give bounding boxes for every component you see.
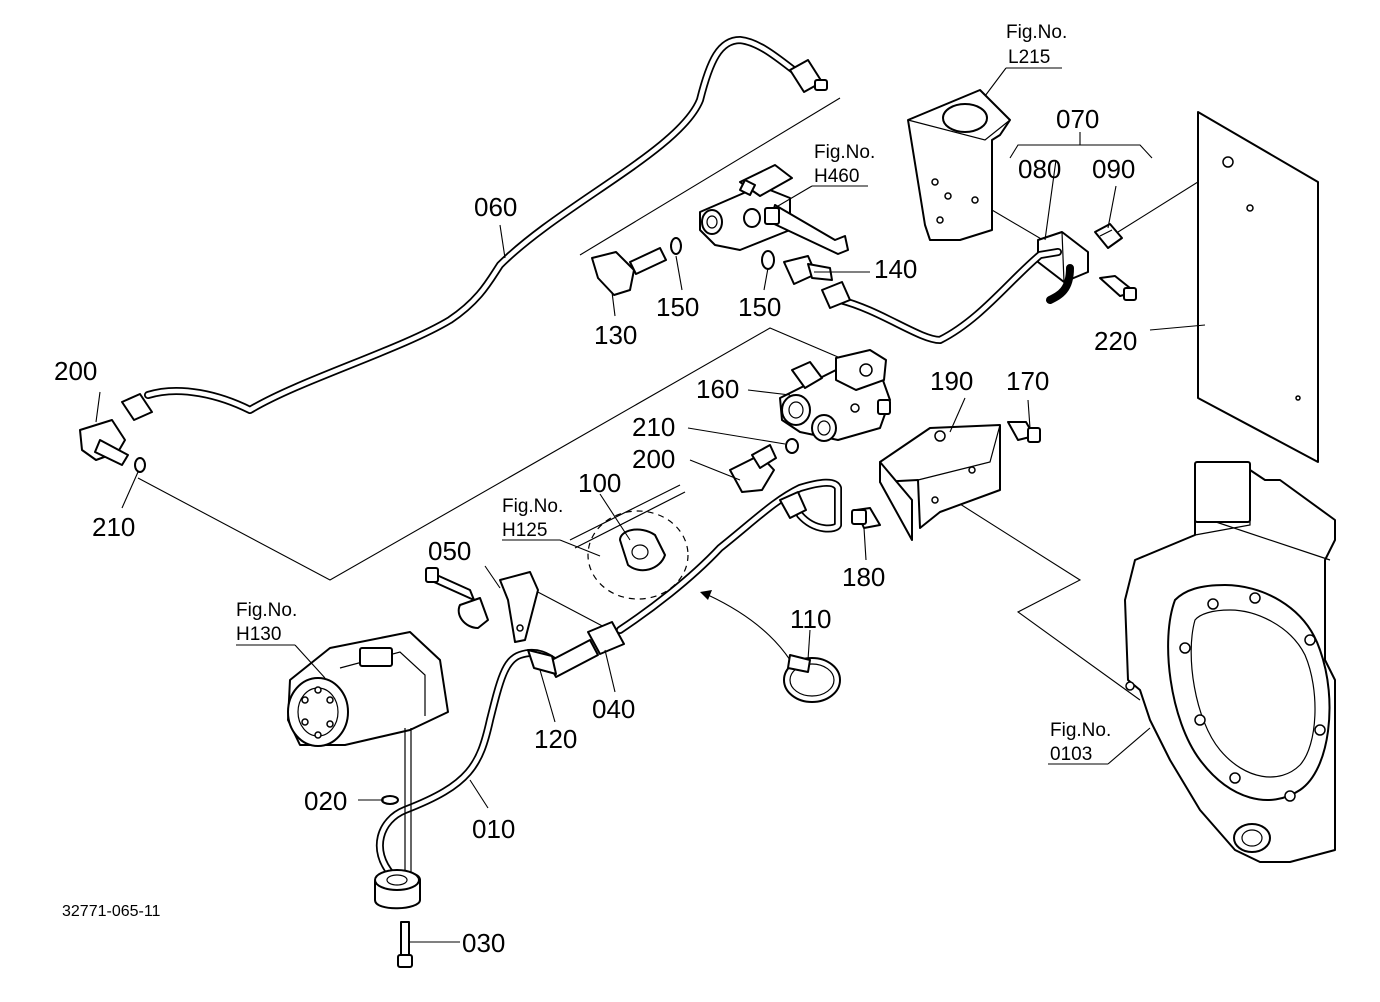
label-070: 070 — [1056, 104, 1099, 134]
valve-assembly-160 — [779, 349, 891, 442]
label-150-right: 150 — [738, 292, 781, 322]
label-040: 040 — [592, 694, 635, 724]
elbow-fitting-middle — [729, 438, 799, 493]
label-180: 180 — [842, 562, 885, 592]
label-150-left: 150 — [656, 292, 699, 322]
transmission-housing — [1124, 461, 1336, 863]
label-140: 140 — [874, 254, 917, 284]
elbow-fitting-130 — [591, 237, 833, 296]
fig-ref-l215-title: Fig.No. — [1006, 22, 1067, 43]
label-210-middle: 210 — [632, 412, 675, 442]
label-210-left: 210 — [92, 512, 135, 542]
hose-040 — [527, 621, 625, 678]
reference-lines — [137, 97, 1226, 701]
label-100: 100 — [578, 468, 621, 498]
pressure-pipe-loop — [616, 478, 842, 634]
label-120: 120 — [534, 724, 577, 754]
long-pipe-060 — [121, 36, 828, 421]
label-130: 130 — [594, 320, 637, 350]
label-160: 160 — [696, 374, 739, 404]
fig-ref-l215-code: L215 — [1008, 47, 1050, 68]
gear-pump — [287, 631, 449, 747]
fig-ref-0103-code: 0103 — [1050, 744, 1092, 765]
mounting-bracket — [907, 89, 1011, 241]
part-labels: 060 200 210 130 150 150 140 220 160 210 … — [54, 104, 1137, 958]
label-190: 190 — [930, 366, 973, 396]
clamp-050 — [425, 567, 539, 643]
label-030: 030 — [462, 928, 505, 958]
fig-ref-h125-code: H125 — [502, 520, 547, 541]
label-220: 220 — [1094, 326, 1137, 356]
clamp-detail-h125 — [569, 484, 791, 661]
bracket-190 — [879, 424, 1001, 541]
fig-ref-h130-title: Fig.No. — [236, 600, 297, 621]
label-020: 020 — [304, 786, 347, 816]
label-060: 060 — [474, 192, 517, 222]
hose-band-110 — [783, 654, 841, 703]
fig-ref-h130-code: H130 — [236, 624, 281, 645]
label-090: 090 — [1092, 154, 1135, 184]
label-080: 080 — [1018, 154, 1061, 184]
fig-ref-0103-title: Fig.No. — [1050, 720, 1111, 741]
bolts — [851, 421, 1041, 529]
fig-ref-h460-title: Fig.No. — [814, 142, 875, 163]
elbow-fitting-left — [79, 419, 146, 473]
valve-assembly-h460 — [699, 164, 849, 255]
fig-ref-h125-title: Fig.No. — [502, 496, 563, 517]
panel-plate — [1197, 111, 1319, 463]
label-110: 110 — [790, 604, 831, 634]
figure-references: Fig.No. L215 Fig.No. H460 Fig.No. H125 F… — [236, 22, 1111, 765]
junction-block — [1037, 223, 1137, 301]
label-200-middle: 200 — [632, 444, 675, 474]
label-200-left: 200 — [54, 356, 97, 386]
label-050: 050 — [428, 536, 471, 566]
drawing-number: 32771-065-11 — [62, 903, 161, 920]
pipe-to-junction — [821, 248, 1074, 344]
fig-ref-h460-code: H460 — [814, 166, 859, 187]
label-010: 010 — [472, 814, 515, 844]
label-leaders — [95, 67, 1206, 943]
label-170: 170 — [1006, 366, 1049, 396]
